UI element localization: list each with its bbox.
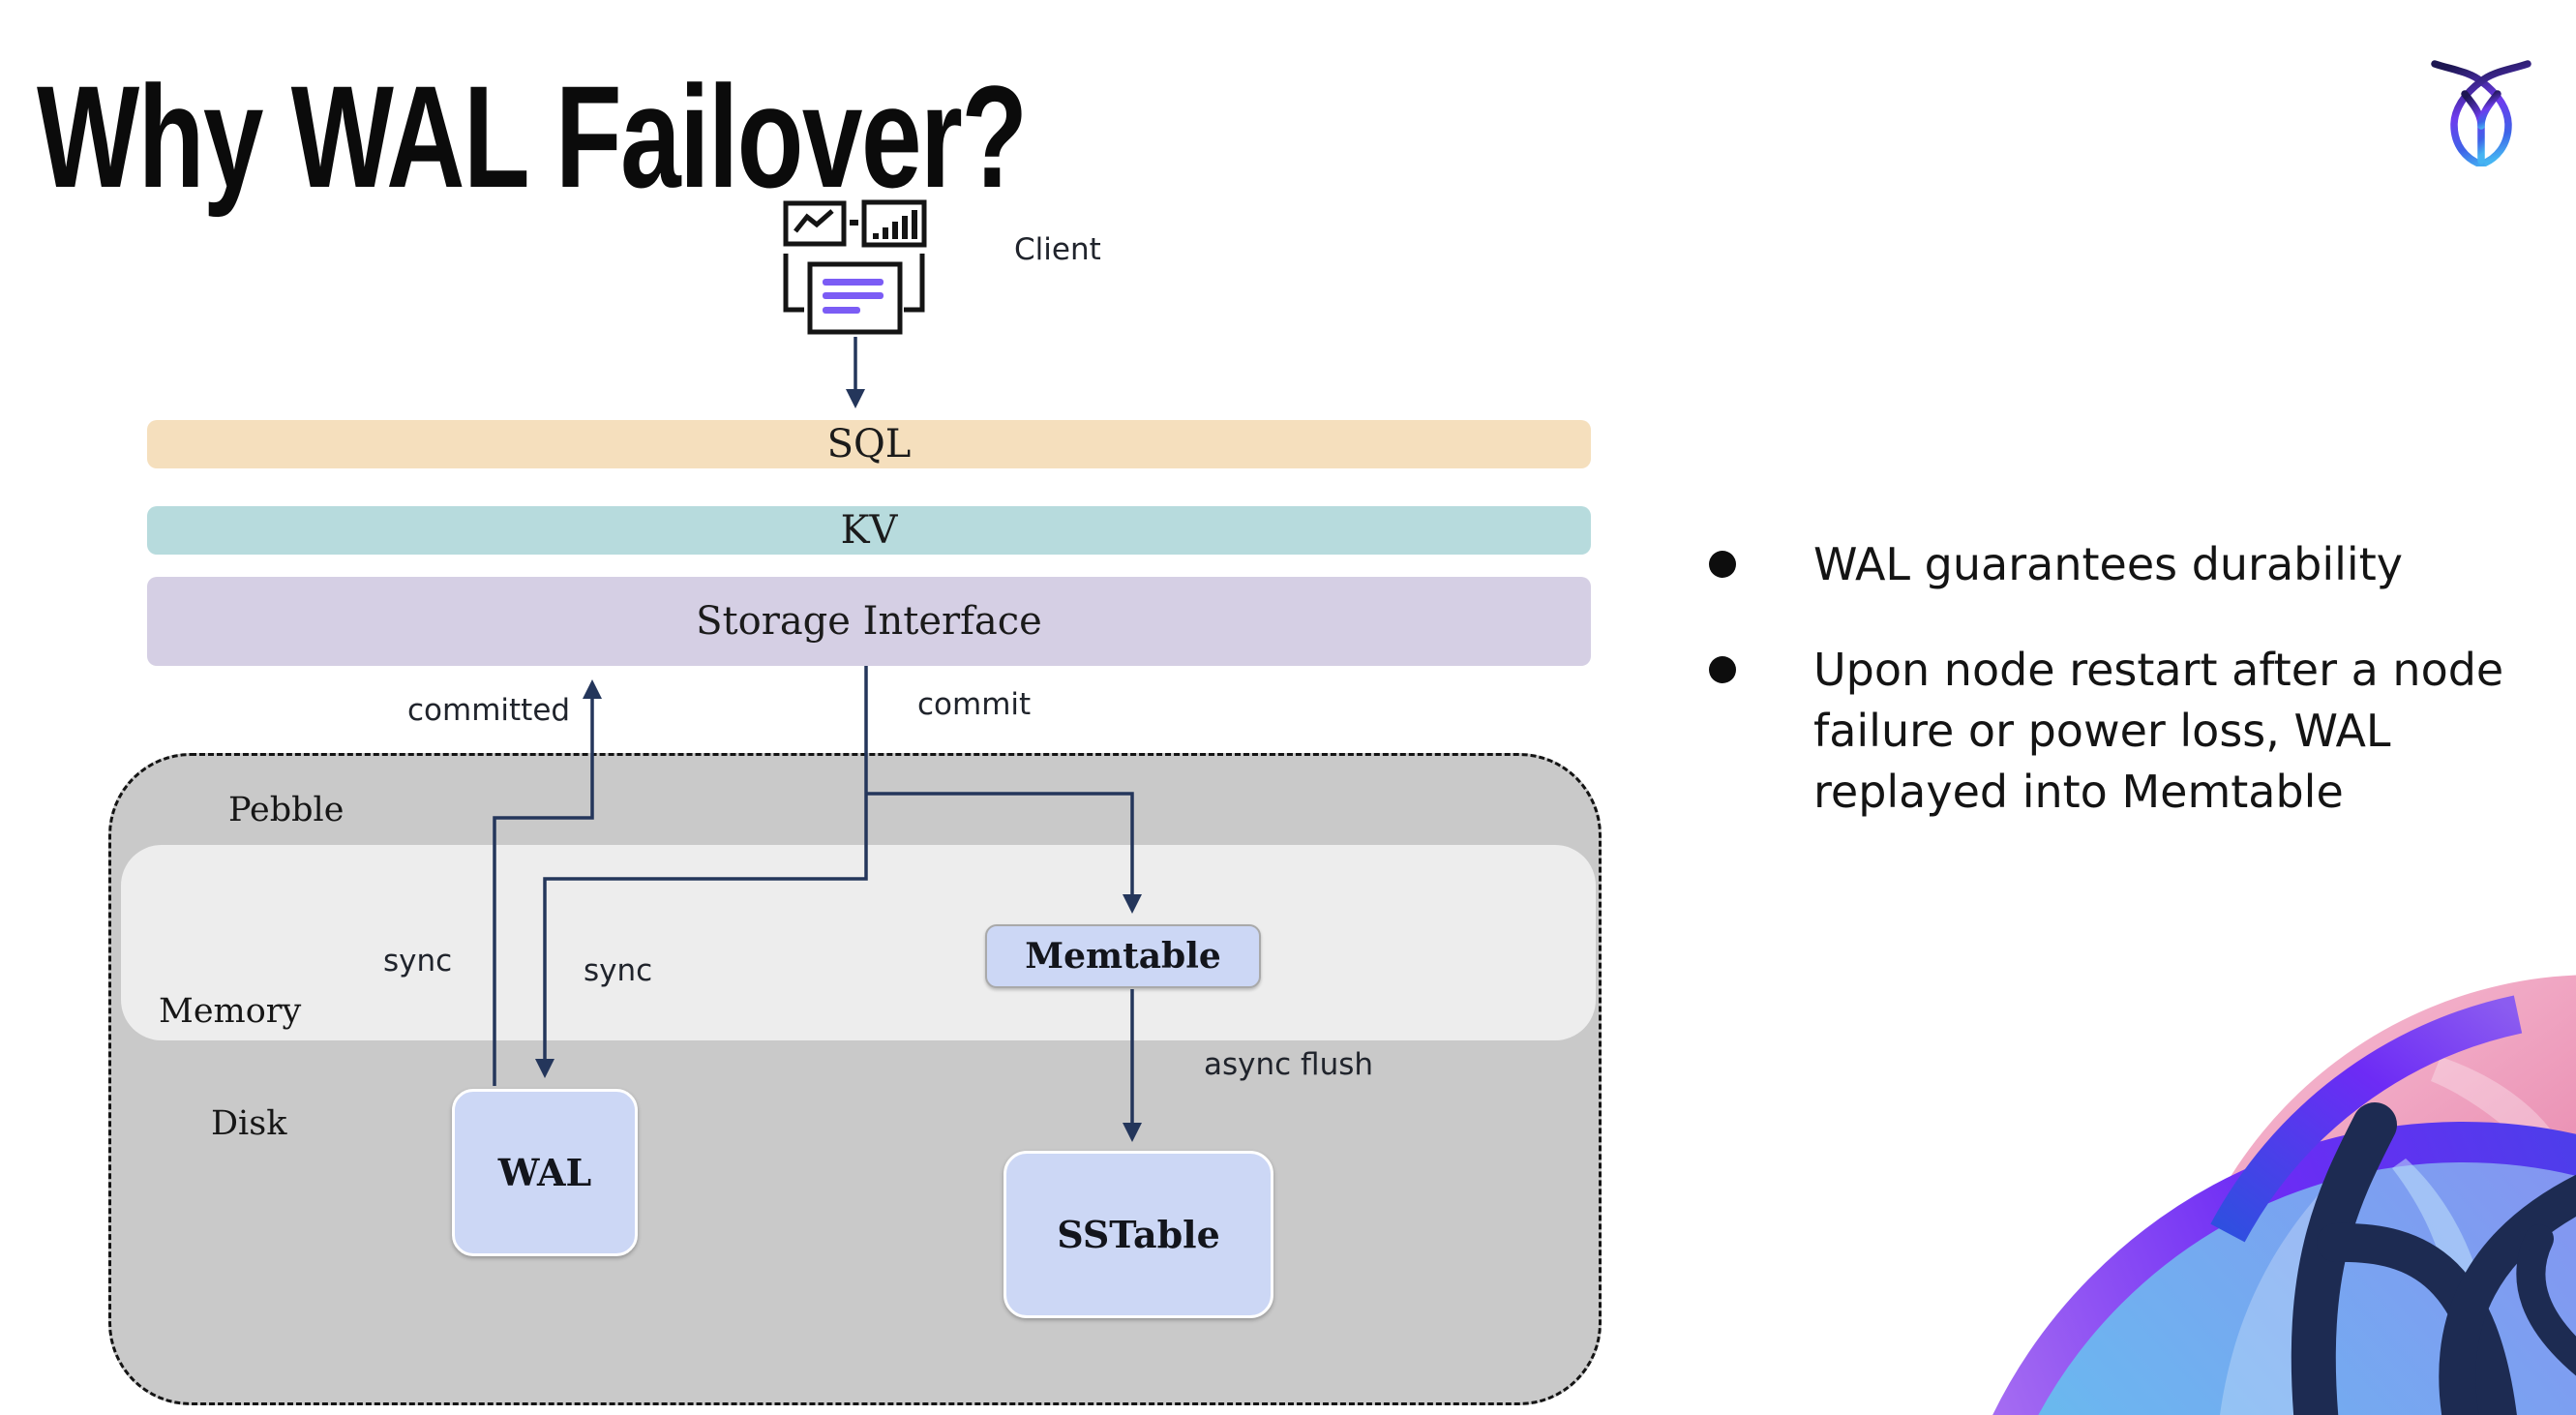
- bullet-dot: [1709, 656, 1736, 683]
- bracket-right: [904, 254, 925, 313]
- commit-label: commit: [917, 687, 1032, 722]
- wal-node: WAL: [452, 1089, 638, 1256]
- roach-silhouette: [2291, 1102, 2576, 1415]
- line-chart-icon: [783, 200, 847, 247]
- layer-storage-interface: Storage Interface: [147, 577, 1591, 666]
- memory-region: [121, 845, 1596, 1040]
- client-label: Client: [1014, 232, 1101, 267]
- layer-sql: SQL: [147, 420, 1591, 468]
- pebble-label: Pebble: [228, 791, 344, 829]
- connector-dash: [850, 220, 858, 226]
- bullet-text: WAL guarantees durability: [1813, 538, 2403, 590]
- sstable-node: SSTable: [1003, 1151, 1273, 1318]
- brand-art-graphic: [1992, 975, 2576, 1415]
- layer-kv: KV: [147, 506, 1591, 555]
- sync-left-label: sync: [383, 944, 453, 978]
- cockroach-logo-icon: [2431, 60, 2531, 166]
- bar-chart-glyph: [873, 210, 917, 239]
- purple-rim-arc: [2210, 995, 2523, 1243]
- bracket-left: [783, 254, 804, 313]
- pebble-container: Pebble Memory Disk: [108, 753, 1602, 1405]
- client-icon: [783, 199, 927, 335]
- memory-label: Memory: [159, 992, 302, 1031]
- bullet-text: Upon node restart after a node failure o…: [1813, 644, 2504, 818]
- async-flush-label: async flush: [1204, 1047, 1374, 1082]
- bullet-item: WAL guarantees durability: [1695, 534, 2549, 595]
- document-text-lines: [823, 279, 884, 314]
- committed-label: committed: [407, 693, 571, 728]
- bullet-dot: [1709, 551, 1736, 578]
- disk-label: Disk: [211, 1104, 287, 1143]
- bullet-list: WAL guarantees durability Upon node rest…: [1695, 534, 2547, 867]
- sync-right-label: sync: [584, 953, 653, 988]
- page-title: Why WAL Failover?: [37, 55, 1028, 218]
- line-chart-glyph: [794, 209, 834, 233]
- bullet-item: Upon node restart after a node failure o…: [1695, 640, 2549, 823]
- memtable-node: Memtable: [985, 924, 1261, 988]
